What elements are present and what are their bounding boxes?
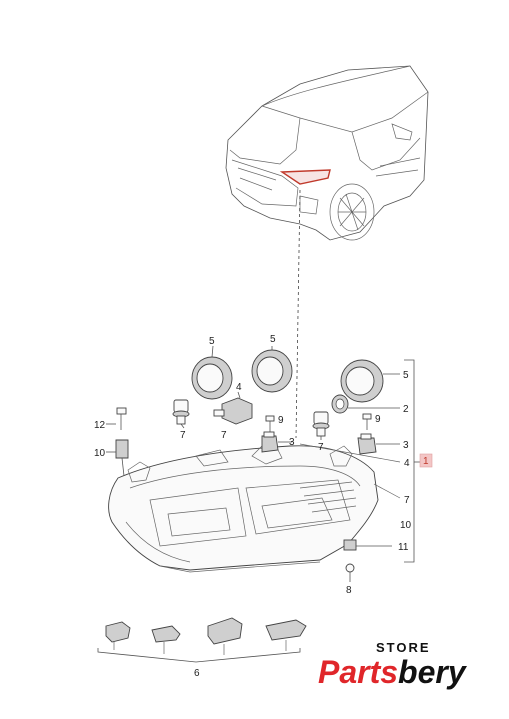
callout-11: 11 — [398, 542, 409, 553]
callout-4a: 4 — [236, 382, 242, 393]
callout-8: 8 — [346, 585, 352, 596]
callout-7d: 7 — [404, 495, 410, 506]
screw-8 — [345, 563, 355, 582]
group-bracket-right — [404, 359, 415, 563]
car-illustration — [225, 65, 429, 241]
bulb-left — [172, 399, 190, 429]
callout-12: 12 — [94, 420, 106, 431]
callout-9a: 9 — [278, 415, 284, 426]
bulb-right — [312, 411, 330, 440]
bracket-kit-row — [97, 617, 307, 663]
bulb-socket-module — [213, 391, 253, 425]
bolt-12 — [106, 407, 127, 430]
callout-3a: 3 — [289, 437, 295, 448]
callout-4b: 4 — [404, 458, 410, 469]
callout-7a: 7 — [180, 430, 186, 441]
callout-9b: 9 — [375, 414, 381, 425]
screw-left — [265, 415, 275, 432]
adjuster-left — [261, 431, 292, 453]
cap-center — [251, 346, 293, 393]
callout-3b: 3 — [403, 440, 409, 451]
adjuster-right — [357, 433, 400, 455]
callout-7b: 7 — [221, 430, 227, 441]
callout-6: 6 — [194, 668, 200, 679]
sealing-ring — [331, 394, 400, 414]
callout-5a: 5 — [209, 336, 215, 347]
partsbery-logo: STORE Partsbery — [318, 640, 498, 700]
clip-10 — [106, 439, 129, 477]
callout-2: 2 — [403, 404, 409, 415]
headlight-housing — [108, 445, 379, 573]
callout-10b: 10 — [400, 520, 412, 531]
leader-dashed-line — [295, 189, 301, 439]
callout-1: 1 — [423, 456, 429, 467]
callout-1-box — [419, 453, 433, 468]
logo-brand-part2: bery — [398, 654, 466, 690]
repair-bracket-11 — [343, 539, 392, 551]
callout-10a: 10 — [94, 448, 106, 459]
screw-right — [362, 413, 372, 430]
logo-store-text: STORE — [376, 640, 431, 655]
highlighted-headlight-on-car — [279, 169, 331, 185]
cap-left — [191, 345, 233, 400]
callout-7c: 7 — [318, 442, 324, 453]
callout-5b: 5 — [270, 334, 276, 345]
cap-right — [340, 359, 400, 403]
logo-brand-part1: Parts — [318, 654, 399, 690]
logo-brand-text: Partsbery — [318, 654, 466, 691]
callout-5c: 5 — [403, 370, 409, 381]
